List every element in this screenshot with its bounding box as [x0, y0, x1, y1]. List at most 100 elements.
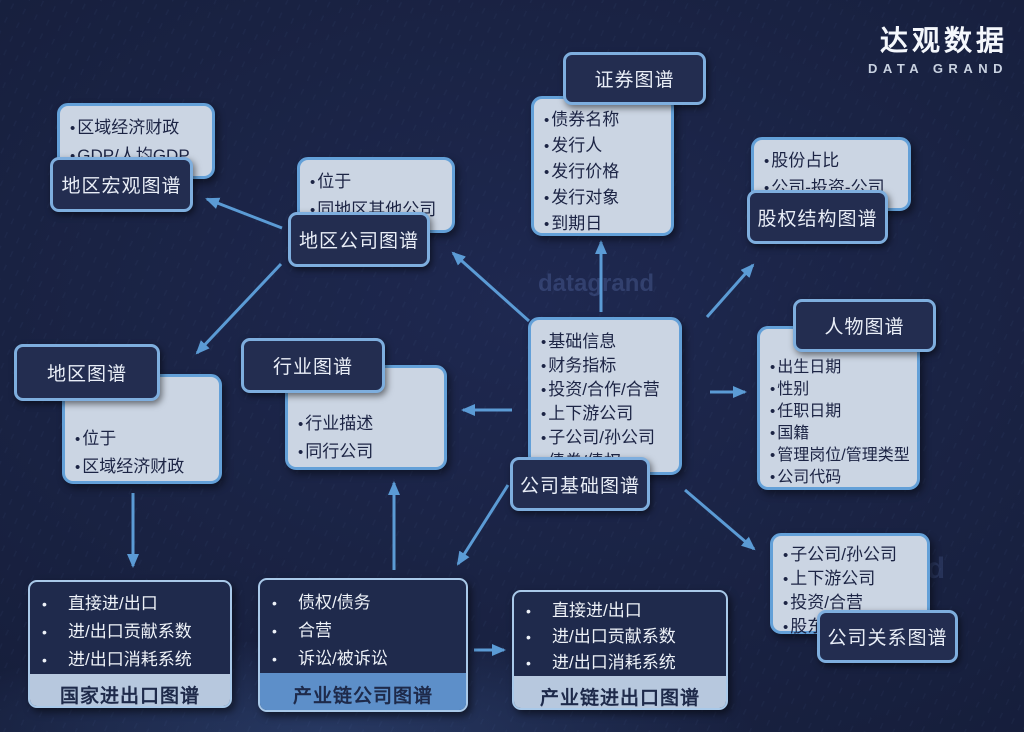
node-chaintrade-title-bar: 产业链进出口图谱	[514, 676, 726, 709]
bullet-icon: •	[42, 652, 47, 668]
list-item: •发行人	[544, 133, 663, 159]
securities-item-list: •债券名称•发行人•发行价格•发行对象•到期日	[544, 107, 663, 237]
list-item-label: 管理岗位/管理类型	[777, 447, 910, 464]
bullet-icon: •	[544, 138, 550, 155]
list-item: •直接进/出口	[42, 590, 224, 618]
node-securities-title-card: 证券图谱	[563, 52, 706, 105]
node-title-label: 证券图谱	[594, 70, 675, 91]
node-title-label: 股权结构图谱	[757, 208, 878, 230]
bullet-icon: •	[298, 416, 304, 433]
bullet-icon: •	[272, 651, 277, 667]
list-item-label: 诉讼/被诉讼	[298, 649, 388, 668]
list-item-label: 债券名称	[551, 110, 620, 129]
bullet-icon: •	[544, 112, 550, 129]
bullet-icon: •	[544, 216, 550, 233]
nationaltrade-item-list: •直接进/出口•进/出口贡献系数•进/出口消耗系统	[30, 582, 230, 674]
list-item: •上下游公司	[541, 402, 671, 426]
arrow-companybase-to-equity	[705, 263, 755, 318]
bullet-icon: •	[544, 190, 550, 207]
list-item: •位于	[310, 168, 444, 196]
list-item: •任职日期	[770, 401, 909, 423]
node-regioncompany-title-card: 地区公司图谱	[288, 212, 430, 267]
bullet-icon: •	[544, 164, 550, 181]
list-item-label: 股份占比	[771, 151, 840, 170]
list-item: •上下游公司	[783, 567, 919, 591]
list-item-label: 同行公司	[305, 442, 374, 461]
list-item-label: 到期日	[551, 214, 603, 233]
companybase-item-list: •基础信息•财务指标•投资/合作/合营•上下游公司•子公司/孙公司•债券/债权	[541, 330, 671, 474]
list-item-label: 进/出口贡献系数	[552, 627, 676, 646]
bullet-icon: •	[272, 623, 277, 639]
list-item-label: 区域经济财政	[77, 118, 180, 137]
node-nationaltrade-card: •直接进/出口•进/出口贡献系数•进/出口消耗系统 国家进出口图谱	[28, 580, 232, 708]
chaincompany-item-list: •债权/债务•合营•诉讼/被诉讼	[260, 580, 466, 673]
node-companybase-items-card: •基础信息•财务指标•投资/合作/合营•上下游公司•子公司/孙公司•债券/债权	[528, 317, 682, 475]
brand-name-cn: 达观数据	[879, 25, 1008, 56]
list-item: •管理岗位/管理类型	[770, 445, 910, 467]
node-securities-items-card: •债券名称•发行人•发行价格•发行对象•到期日	[531, 96, 674, 236]
brand-logo: 达观数据 DATA GRAND	[868, 25, 1008, 77]
list-item: •性别	[770, 379, 909, 401]
list-item-label: 进/出口消耗系统	[68, 650, 192, 669]
list-item-label: 发行价格	[551, 162, 620, 181]
node-title-label: 产业链公司图谱	[292, 685, 433, 707]
list-item-label: 投资/合营	[790, 593, 863, 612]
node-title-label: 地区图谱	[46, 364, 127, 385]
list-item-label: 位于	[82, 429, 117, 448]
bullet-icon: •	[770, 469, 776, 486]
node-industry-title-card: 行业图谱	[241, 338, 385, 393]
list-item-label: 投资/合作/合营	[548, 380, 660, 399]
bullet-icon: •	[75, 431, 81, 448]
bullet-icon: •	[526, 629, 531, 645]
node-chaincompany-card: •债权/债务•合营•诉讼/被诉讼 产业链公司图谱	[258, 578, 468, 712]
node-equity-title-card: 股权结构图谱	[747, 190, 888, 244]
bullet-icon: •	[42, 596, 47, 612]
watermark-text: datagrand	[538, 270, 655, 297]
bullet-icon: •	[770, 403, 776, 420]
list-item: • 进/出口贡献系数	[526, 624, 720, 650]
list-item-label: 进/出口消耗系统	[552, 653, 676, 672]
list-item: •债券名称	[544, 107, 663, 133]
arrow-companybase-to-companyrel	[684, 488, 756, 551]
node-title-label: 人物图谱	[824, 317, 905, 338]
bullet-icon: •	[541, 382, 547, 399]
list-item: •位于	[75, 425, 211, 453]
bullet-icon: •	[298, 444, 304, 461]
list-item: •发行对象	[544, 185, 663, 211]
bullet-icon: •	[783, 571, 789, 588]
list-item: •基础信息	[541, 330, 671, 354]
list-item-label: 子公司/孙公司	[790, 545, 897, 564]
list-item-label: 任职日期	[777, 403, 842, 420]
list-item-label: 基础信息	[548, 332, 617, 351]
node-companybase-title-card: 公司基础图谱	[510, 457, 650, 511]
list-item: •发行价格	[544, 159, 663, 185]
node-title-label: 地区宏观图谱	[61, 176, 182, 197]
bullet-icon: •	[75, 459, 81, 476]
node-chaincompany-title-bar: 产业链公司图谱	[260, 673, 466, 710]
list-item: •投资/合营	[783, 591, 919, 615]
node-title-label: 产业链进出口图谱	[539, 687, 700, 709]
list-item-label: 公司代码	[777, 469, 842, 486]
list-item: •区域经济财政	[70, 114, 204, 142]
bullet-icon: •	[770, 381, 776, 398]
bullet-icon: •	[783, 619, 789, 636]
bullet-icon: •	[764, 153, 770, 170]
bullet-icon: •	[770, 425, 776, 442]
node-chaintrade-card: •直接进/出口•进/出口贡献系数•进/出口消耗系统 产业链进出口图谱	[512, 590, 728, 710]
list-item-label: 合营	[298, 621, 332, 640]
node-title-label: 公司基础图谱	[519, 475, 640, 497]
region-item-list: •位于•区域经济财政	[75, 425, 211, 481]
list-item: •财务指标	[541, 354, 671, 378]
bullet-icon: •	[770, 447, 776, 464]
industry-item-list: •行业描述•同行公司	[298, 410, 436, 466]
list-item-label: 股东	[790, 617, 825, 636]
bullet-icon: •	[783, 595, 789, 612]
arrow-regioncompany-to-regionmacro	[205, 197, 283, 230]
node-nationaltrade-title-bar: 国家进出口图谱	[30, 674, 230, 706]
list-item: •子公司/孙公司	[783, 543, 919, 567]
list-item-label: 区域经济财政	[82, 457, 185, 476]
bullet-icon: •	[541, 430, 547, 447]
bullet-icon: •	[70, 120, 76, 137]
list-item: •股东	[783, 615, 919, 639]
bullet-icon: •	[70, 143, 75, 170]
